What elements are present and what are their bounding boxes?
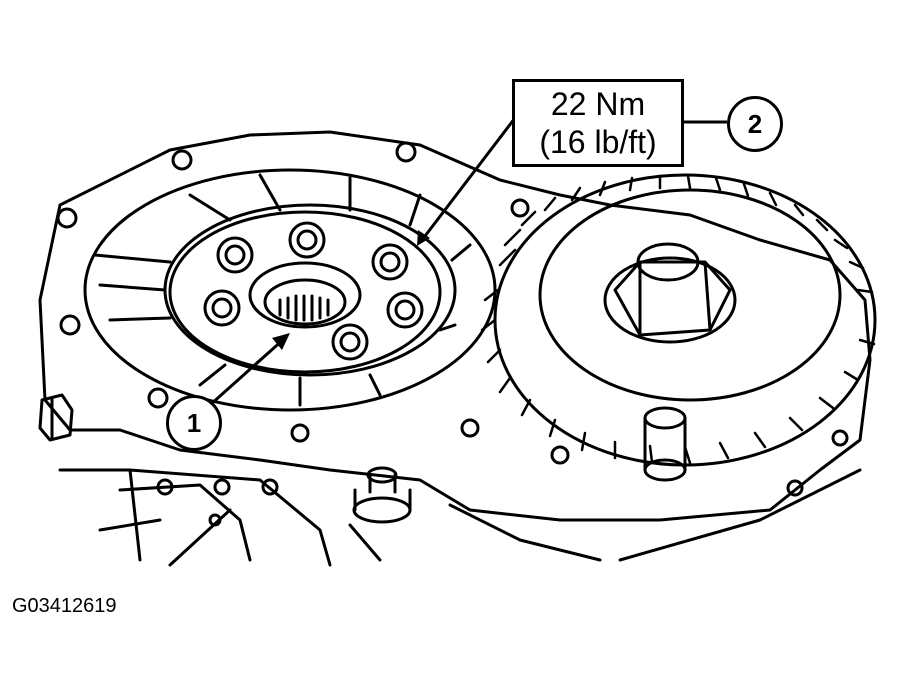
housing-bolt-hole [213,478,231,496]
torque-metric: 22 Nm [550,86,646,122]
gear-hub [603,256,737,344]
retainer-outer [83,168,497,412]
housing-bolt-hole [156,478,174,496]
retainer-nut [331,323,369,361]
gear-pin-bottom [643,458,687,482]
callout-2: 2 [727,96,783,152]
housing-bolt-hole [171,149,193,171]
housing-bolt-hole [59,314,81,336]
housing-bolt-hole [831,429,849,447]
gear-center-nut [613,260,732,337]
housing-bolt-hole [56,207,78,229]
housing-bolt-hole [208,513,222,527]
housing-bolt-hole [460,418,480,438]
retainer-nut [203,289,241,327]
figure-id: G03412619 [12,595,117,617]
output-shaft-bore [248,261,362,329]
callout-1: 1 [166,395,222,451]
housing-bolt-hole [395,141,417,163]
retainer-nut [288,221,326,259]
callout-1-number: 1 [186,407,202,438]
flange-plate [168,210,442,374]
center-bolt-head [352,496,412,524]
housing-bolt-hole [147,387,169,409]
leader-line-1 [209,336,286,407]
torque-spec-label: 22 Nm (16 lb/ft) [512,79,684,167]
center-bolt [353,473,412,512]
drain-plug [38,393,74,442]
leader-line-2 [420,117,517,241]
retainer-ribs [93,173,472,407]
gear-pin [643,416,687,472]
lower-casting [58,468,862,567]
center-bolt-top [366,466,398,484]
gear-shaft-end [636,242,700,282]
housing-outline [38,130,872,522]
housing-bolt-hole [786,479,804,497]
housing-bolt-hole [290,423,310,443]
torque-imperial: (16 lb/ft) [539,124,657,160]
arrowhead-2 [417,230,430,246]
shaft-splines [278,294,330,322]
arrowhead-1 [272,333,290,350]
retainer-nut [371,243,409,281]
housing-bolt-hole [550,445,570,465]
output-shaft [263,278,347,326]
gear-teeth [480,174,876,465]
retainer-nut [386,291,424,329]
housing-bolt-hole [261,478,279,496]
retainer-nut [216,236,254,274]
gear-inner-rim [538,188,842,402]
housing-bolt-hole [510,198,530,218]
callout-2-number: 2 [747,108,763,139]
gear-pin-top [643,406,687,430]
lower-casting-inner [98,483,252,567]
